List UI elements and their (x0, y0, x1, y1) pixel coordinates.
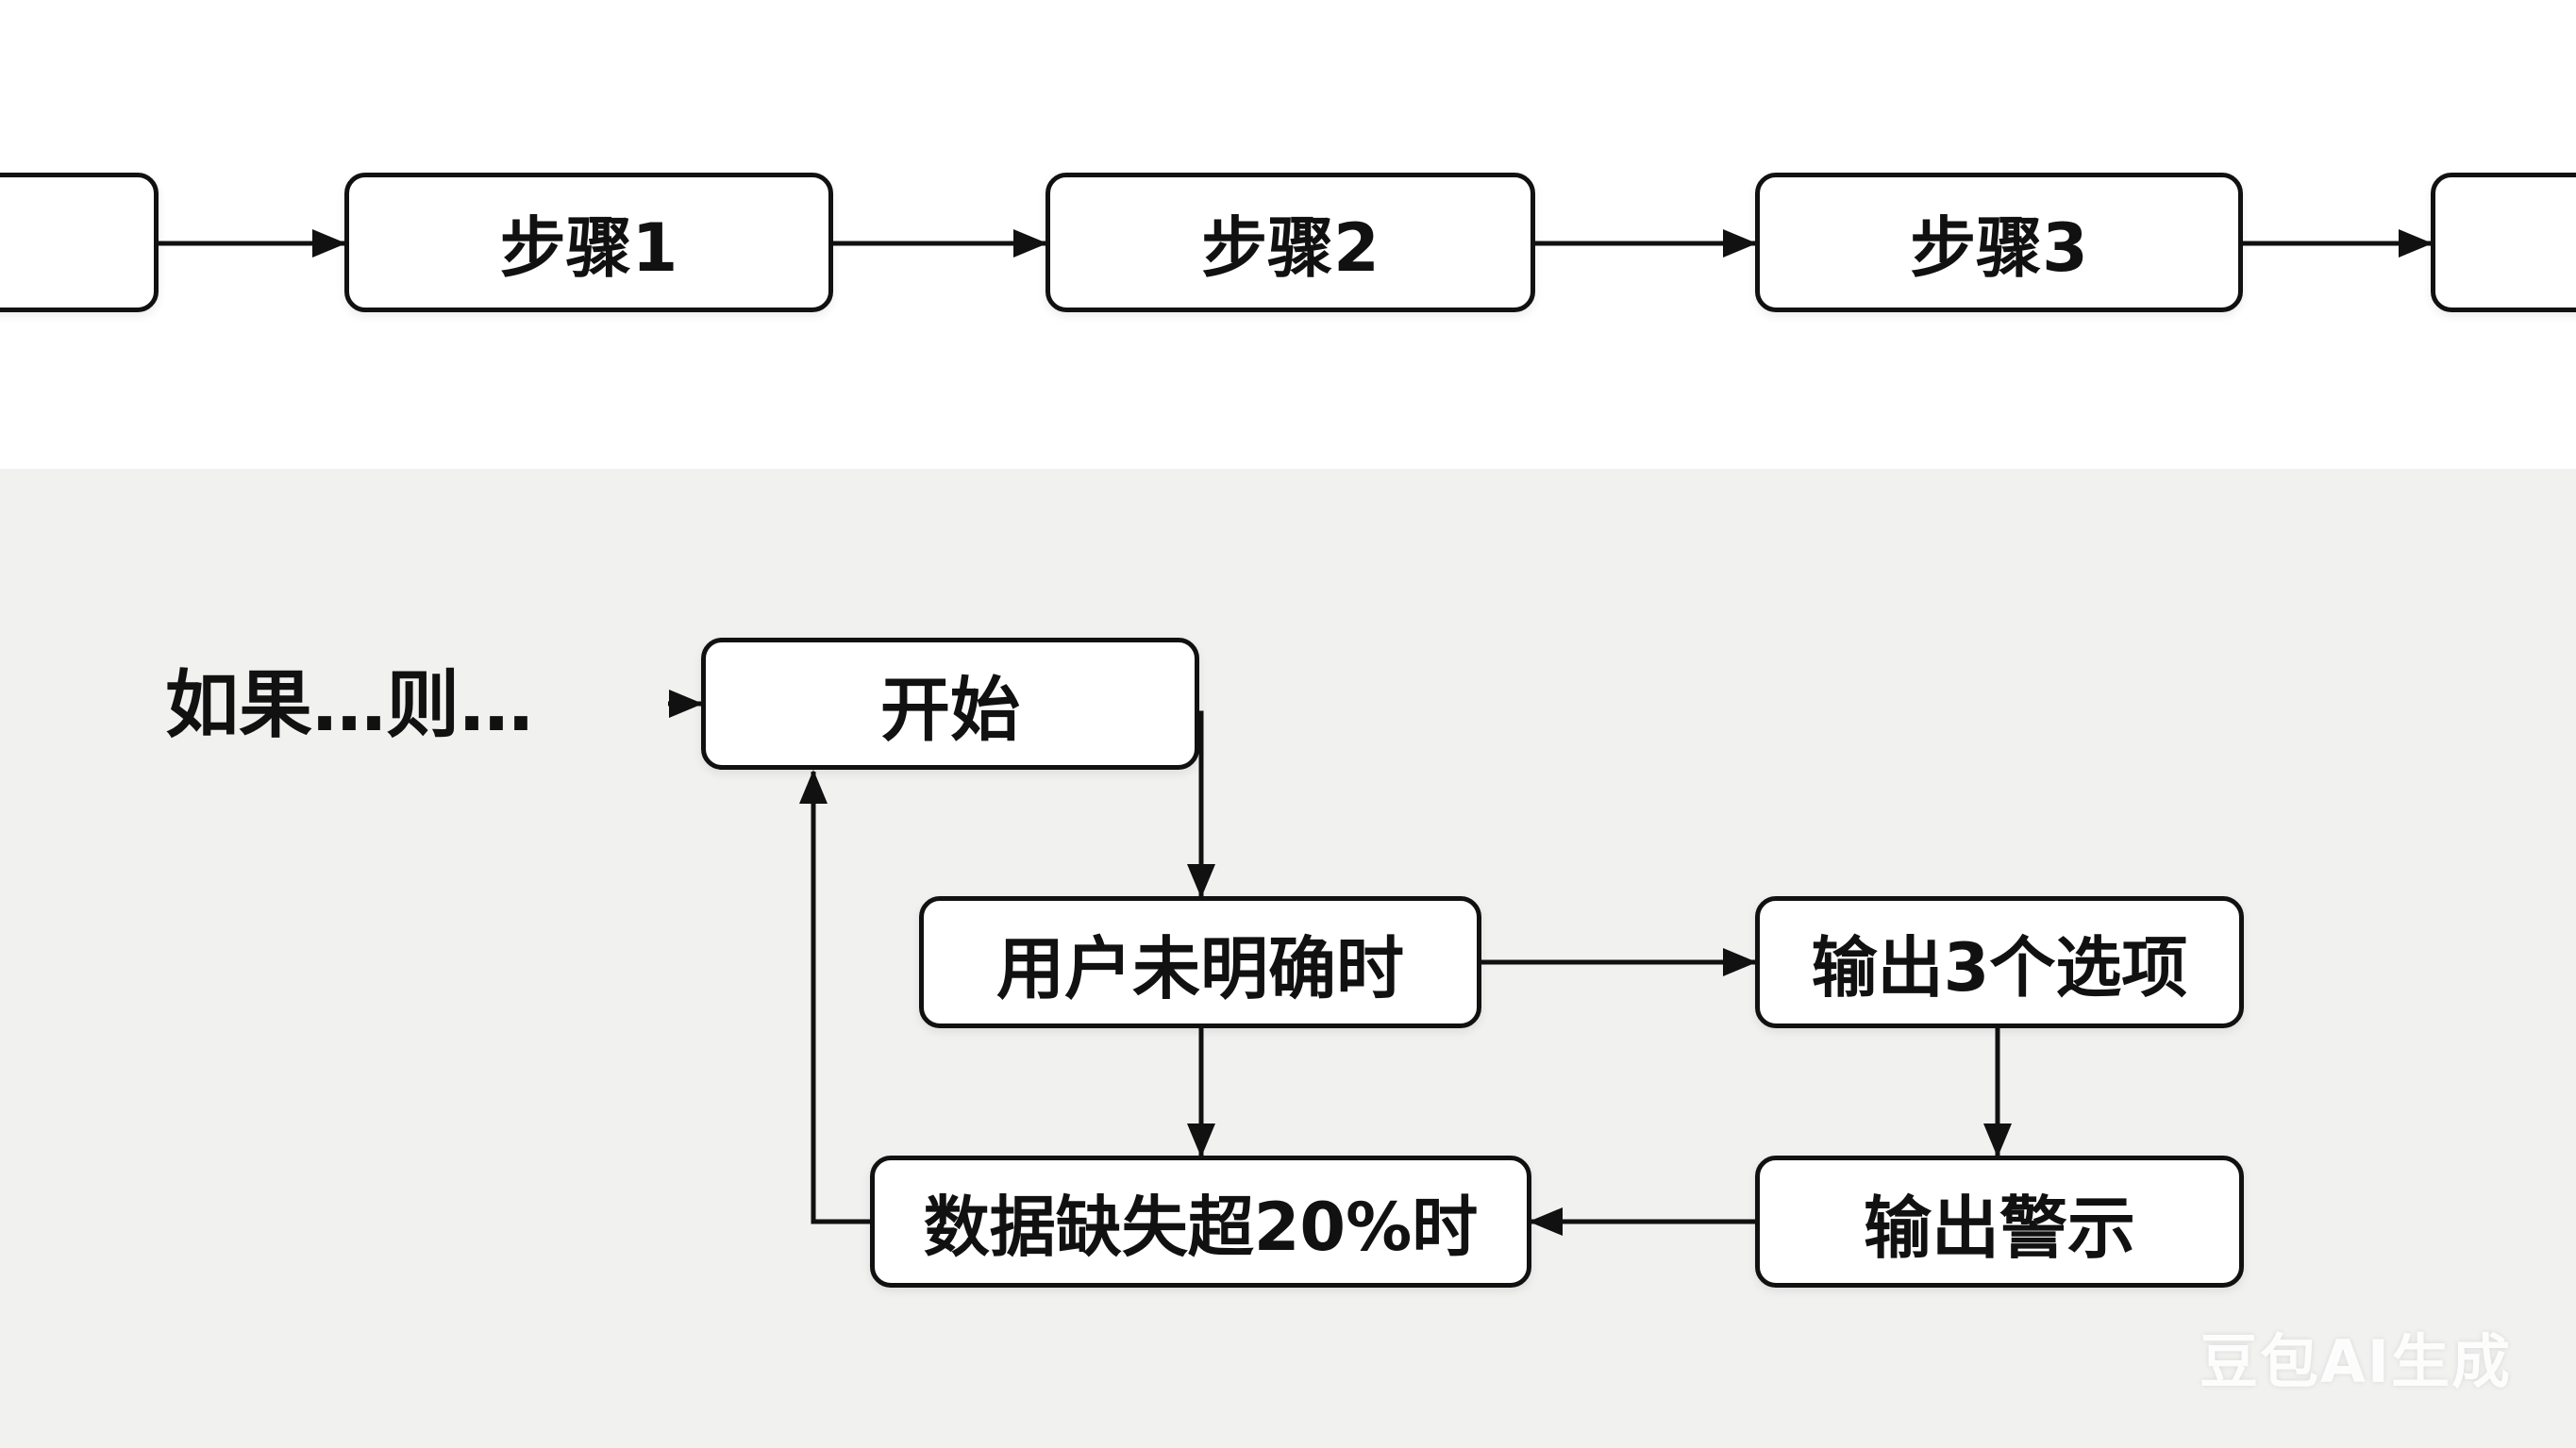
pipeline-edge-box-left (0, 173, 159, 312)
flow-node-unclear-label: 用户未明确时 (995, 928, 1404, 1008)
watermark-text: 豆包AI生成 (2199, 1327, 2512, 1396)
flow-node-options-label: 输出3个选项 (1811, 928, 2188, 1007)
pipeline-step-1-label: 步骤1 (499, 208, 678, 287)
flow-node-missing-label: 数据缺失超20%时 (923, 1188, 1479, 1266)
flow-node-start: 开始 (701, 638, 1199, 770)
flow-heading-text: 如果…则… (165, 663, 534, 748)
flow-heading: 如果…则… (165, 647, 533, 751)
flow-node-missing: 数据缺失超20%时 (870, 1156, 1531, 1288)
pipeline-step-3-label: 步骤3 (1910, 208, 2088, 287)
flow-node-warning: 输出警示 (1755, 1156, 2244, 1288)
flow-node-unclear: 用户未明确时 (919, 896, 1481, 1028)
watermark: 豆包AI生成 (2200, 1314, 2512, 1399)
pipeline-step-3: 步骤3 (1755, 173, 2243, 312)
flow-node-warning-label: 输出警示 (1863, 1188, 2135, 1268)
pipeline-step-2-label: 步骤2 (1201, 208, 1380, 287)
pipeline-step-2: 步骤2 (1045, 173, 1535, 312)
flow-node-start-label: 开始 (880, 669, 1020, 751)
pipeline-edge-box-right (2431, 173, 2576, 312)
pipeline-step-1: 步骤1 (344, 173, 833, 312)
flow-node-options: 输出3个选项 (1755, 896, 2244, 1028)
